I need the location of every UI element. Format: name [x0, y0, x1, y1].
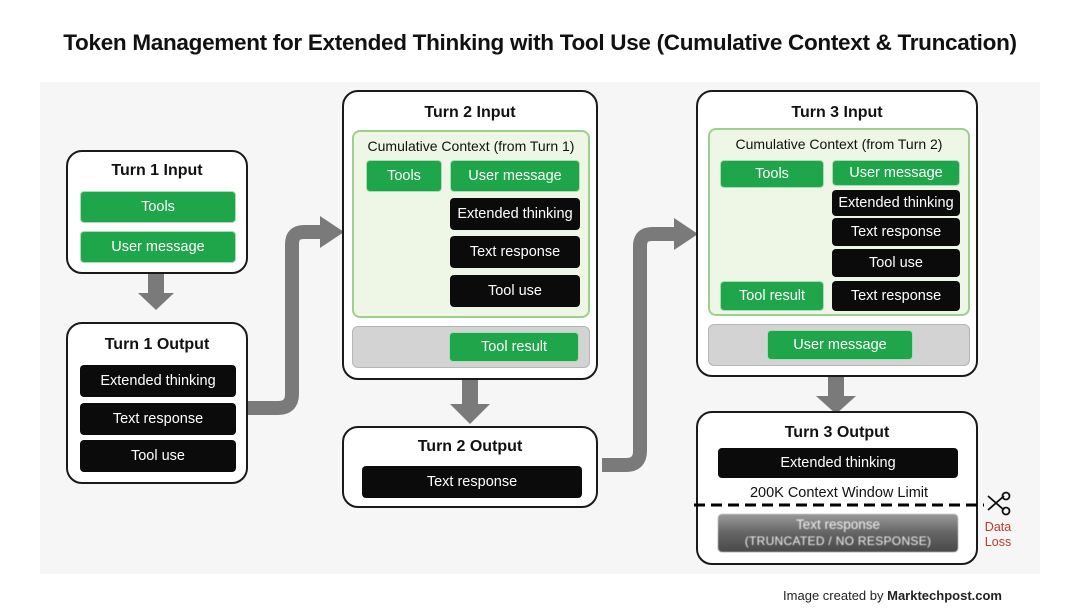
- credit-prefix: Image created by: [783, 588, 884, 603]
- scissors-icon: [987, 491, 1011, 516]
- tools-block: Tools: [720, 160, 824, 188]
- turn3-output-box: Turn 3 Output Extended thinking 200K Con…: [696, 411, 978, 565]
- arrow-turn1-to-turn2: [248, 216, 344, 415]
- context-window-limit-label: 200K Context Window Limit: [749, 485, 929, 501]
- tools-block: Tools: [80, 191, 236, 223]
- truncated-label: Text response: [795, 517, 881, 532]
- text-response-block: Text response: [80, 403, 236, 435]
- new-input-tray: User message: [708, 324, 970, 366]
- data-loss-line1: Data: [984, 520, 1012, 534]
- text-response-block: Text response: [362, 466, 582, 498]
- turn1-output-box: Turn 1 Output Extended thinking Text res…: [66, 322, 248, 484]
- tools-block: Tools: [366, 160, 442, 192]
- turn2-input-title: Turn 2 Input: [424, 104, 516, 121]
- user-message-block: User message: [832, 160, 960, 186]
- tool-result-block: Tool result: [449, 332, 579, 362]
- cumulative-context-turn2: Cumulative Context (from Turn 2) Tools U…: [708, 128, 970, 316]
- user-message-block: User message: [767, 330, 913, 360]
- tool-result-block: Tool result: [720, 281, 824, 311]
- extended-thinking-block: Extended thinking: [832, 190, 960, 216]
- user-message-block: User message: [80, 231, 236, 263]
- arrow-turn2-to-turn3: [602, 218, 698, 472]
- turn2-output-title: Turn 2 Output: [417, 438, 523, 455]
- turn1-output-title: Turn 1 Output: [104, 336, 210, 353]
- turn1-input-box: Turn 1 Input Tools User message: [66, 150, 248, 274]
- turn3-output-title: Turn 3 Output: [784, 424, 890, 441]
- arrow-down-turn1: [138, 273, 174, 310]
- credit-brand: Marktechpost.com: [887, 588, 1002, 603]
- arrow-down-turn2: [450, 380, 490, 424]
- cumulative-context-turn1: Cumulative Context (from Turn 1) Tools U…: [352, 130, 590, 318]
- new-input-tray: Tool result: [352, 326, 590, 368]
- truncated-note: (TRUNCATED / NO RESPONSE): [744, 534, 932, 548]
- extended-thinking-block: Extended thinking: [450, 198, 580, 230]
- turn2-input-box: Turn 2 Input Cumulative Context (from Tu…: [342, 90, 598, 380]
- data-loss-line2: Loss: [984, 535, 1012, 549]
- user-message-block: User message: [450, 160, 580, 192]
- context-label: Cumulative Context (from Turn 2): [735, 136, 943, 152]
- image-credit: Image created by Marktechpost.com: [783, 588, 1002, 603]
- turn1-input-title: Turn 1 Input: [111, 162, 203, 179]
- diagram-title: Token Management for Extended Thinking w…: [63, 30, 1017, 55]
- text-response-block: Text response: [450, 236, 580, 268]
- text-response-block: Text response: [832, 218, 960, 246]
- turn3-input-box: Turn 3 Input Cumulative Context (from Tu…: [696, 90, 978, 377]
- arrow-down-turn3: [816, 377, 856, 414]
- extended-thinking-block: Extended thinking: [718, 448, 958, 478]
- tool-use-block: Tool use: [832, 249, 960, 277]
- turn2-output-box: Turn 2 Output Text response: [342, 426, 598, 508]
- truncated-text-response-block: Text response (TRUNCATED / NO RESPONSE): [718, 514, 958, 552]
- text-response-block: Text response: [832, 281, 960, 311]
- context-label: Cumulative Context (from Turn 1): [367, 138, 575, 154]
- extended-thinking-block: Extended thinking: [80, 365, 236, 397]
- tool-use-block: Tool use: [80, 440, 236, 472]
- data-loss-label: Data Loss: [978, 520, 1018, 550]
- turn3-input-title: Turn 3 Input: [791, 104, 883, 121]
- tool-use-block: Tool use: [450, 275, 580, 307]
